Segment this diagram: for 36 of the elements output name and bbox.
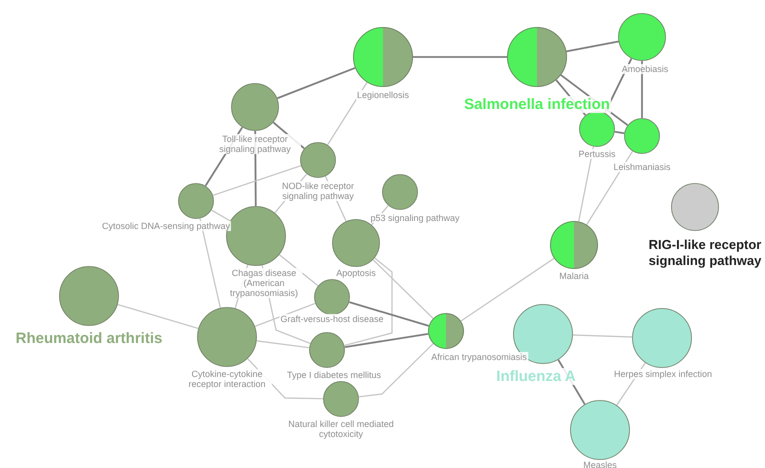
network-edge [327,82,368,146]
node-label: Amoebiasis [620,64,670,74]
node-label: p53 signaling pathway [369,213,461,223]
network-edge [118,304,198,330]
network-edge [358,343,434,398]
node-label: Pertussis [578,149,616,159]
node-label: Type I diabetes mellitus [286,370,382,380]
network-edge [199,218,221,308]
node-label: African trypanosomiasis [430,352,528,362]
node-label: Graft-versus-host disease [279,314,385,324]
network-edge [566,40,619,52]
node-label: Cytosolic DNA-sensing pathway [100,221,232,231]
network-edge [279,254,318,286]
network-edge [572,334,632,338]
network-edge [372,259,434,319]
node-label: Legionellosis [356,90,410,100]
network-edge [256,340,310,348]
network-edge [254,302,316,327]
network-edge [211,210,230,222]
network-edge [344,258,393,346]
network-edge [277,67,356,100]
network-edge [413,56,507,58]
cluster-title: Salmonella infection [463,96,611,113]
network-edge [614,130,624,134]
network-edge [212,165,302,196]
node-label: Measles [582,460,618,468]
network-edge [586,150,633,225]
network-edge [344,332,428,348]
network-edge [460,258,554,322]
node-label: Apoptosis [335,268,377,278]
network-edge [578,146,594,222]
network-edge [349,301,429,327]
node-label: Malaria [558,271,590,281]
node-label: Herpes simplex infection [612,369,714,379]
cluster-title: Influenza A [495,368,577,385]
node-label: Leishmaniasis [612,162,672,172]
